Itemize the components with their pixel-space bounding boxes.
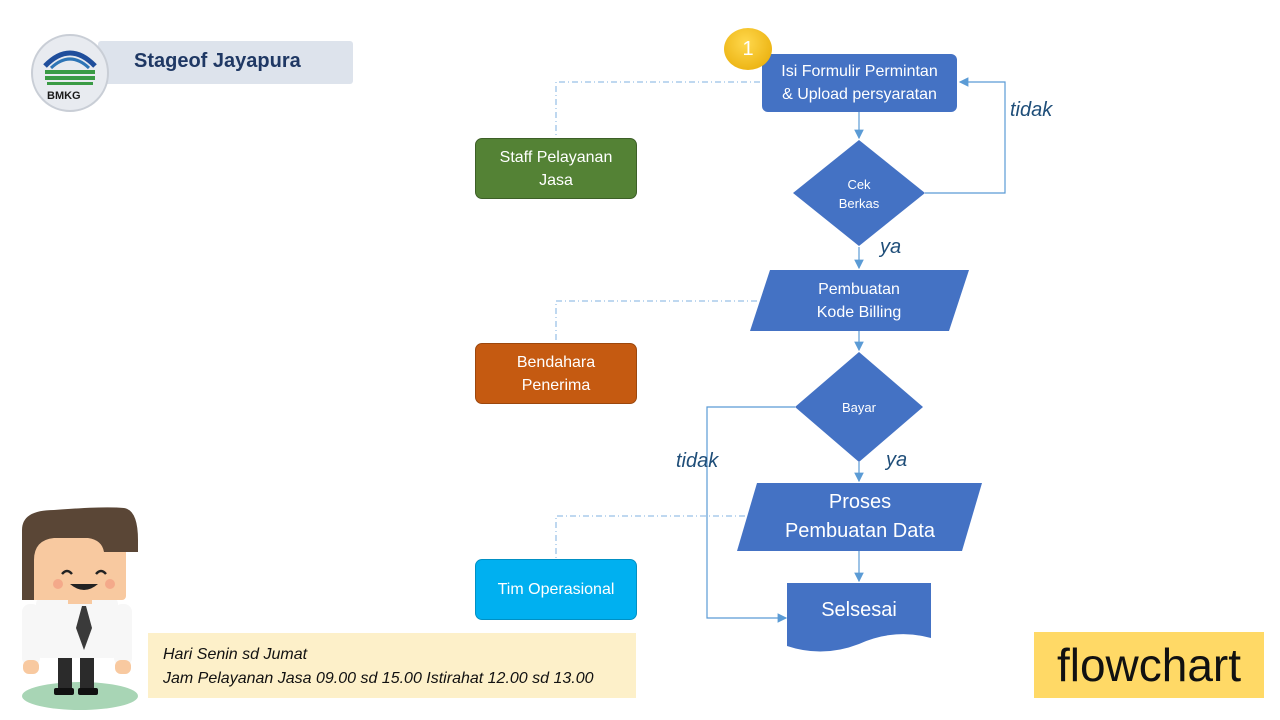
label-tidak-bayar: tidak — [676, 450, 719, 472]
node-form — [762, 54, 957, 112]
role-connector-tim — [555, 515, 745, 559]
bmkg-logo — [31, 34, 109, 112]
role-tim-operasional: Tim Operasional — [475, 559, 637, 620]
arrow-cek-tidak-loop — [925, 77, 1006, 194]
flowchart-label: flowchart — [1056, 639, 1242, 691]
role-staff-pelayanan: Staff Pelayanan Jasa — [475, 138, 637, 199]
node-billing — [750, 270, 969, 331]
node-proses — [737, 483, 982, 551]
logo-text: BMKG — [47, 90, 81, 102]
service-hours-text: Hari Senin sd Jumat Jam Pelayanan Jasa 0… — [163, 646, 594, 687]
label-ya-cek: ya — [880, 236, 902, 258]
node-form-label: Isi Formulir Permintan & Upload persyara… — [781, 63, 938, 103]
step-badge: 1 — [724, 28, 772, 70]
bmkg-logo-icon — [43, 50, 97, 85]
node-bayar — [795, 352, 923, 462]
node-bayar-label: Bayar — [842, 400, 876, 415]
node-cek — [793, 140, 925, 246]
role-connector-staff — [555, 81, 760, 138]
character-illustration — [22, 507, 138, 710]
header-bar — [98, 41, 353, 84]
page-title: Stageof Jayapura — [134, 50, 301, 72]
flowchart-label-box: flowchart — [1034, 632, 1264, 698]
service-hours-box — [148, 633, 636, 698]
role-bendahara: Bendahara Penerima — [475, 343, 637, 404]
node-proses-label: Proses Pembuatan Data — [784, 491, 936, 542]
node-selesai-label: Selsesai — [821, 599, 897, 621]
label-ya-bayar: ya — [886, 449, 908, 471]
node-billing-label: Pembuatan Kode Billing — [816, 281, 902, 321]
node-cek-label: Cek Berkas — [838, 177, 880, 211]
label-tidak-cek: tidak — [1010, 99, 1053, 121]
role-connector-bendahara — [555, 300, 770, 343]
arrow-bayar-tidak — [706, 406, 795, 623]
node-selesai — [787, 583, 931, 652]
